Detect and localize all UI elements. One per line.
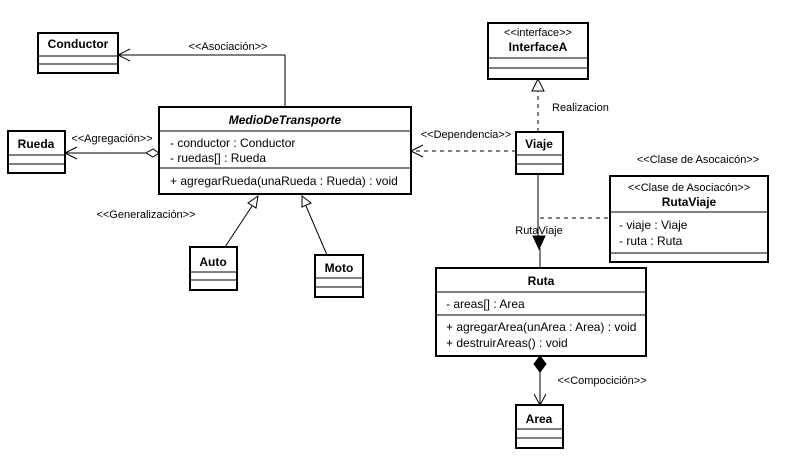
class-name: Moto — [325, 261, 354, 275]
class-conductor[interactable]: Conductor — [37, 32, 119, 74]
rutaviaje-role-label: RutaViaje — [515, 225, 563, 237]
aggregation-connector — [63, 146, 160, 160]
class-name: Rueda — [18, 137, 55, 151]
generalization-connectors — [224, 194, 328, 256]
composition-diamond-icon — [533, 355, 547, 373]
dependency-connector — [409, 144, 516, 158]
realization-label: Realizacion — [552, 102, 609, 114]
association-label: <<Asociación>> — [189, 41, 268, 53]
class-name: Ruta — [528, 274, 555, 288]
class-viaje[interactable]: Viaje — [515, 131, 564, 175]
navigability-arrowhead-icon — [532, 235, 546, 251]
class-name: Area — [526, 412, 553, 426]
class-name: RutaViaje — [662, 195, 717, 209]
class-operation: + agregarRueda(unaRueda : Rueda) : void — [170, 174, 398, 188]
class-name: Auto — [199, 255, 226, 269]
realization-arrowhead-icon — [531, 77, 545, 92]
class-operation: + destruirAreas() : void — [446, 336, 568, 350]
class-attribute: - ruta : Ruta — [619, 234, 683, 248]
class-moto[interactable]: Moto — [314, 254, 364, 298]
generalization-label: <<Generalización>> — [96, 209, 195, 221]
class-mediodetransporte[interactable]: MedioDeTransporte - conductor : Conducto… — [158, 106, 412, 195]
class-name: Conductor — [48, 37, 109, 51]
class-area[interactable]: Area — [515, 404, 564, 449]
aggregation-diamond-icon — [144, 148, 160, 158]
interface-interfacea[interactable]: <<interface>> InterfaceA — [487, 22, 589, 80]
class-attribute: - ruedas[] : Rueda — [170, 151, 266, 165]
dependency-label: <<Dependencia>> — [421, 129, 512, 141]
class-operation: + agregarArea(unArea : Area) : void — [446, 320, 636, 334]
generalization-arrowhead-icon — [247, 194, 259, 209]
class-rutaviaje[interactable]: <<Clase de Asociacón>> RutaViaje - viaje… — [609, 175, 769, 263]
class-attribute: - conductor : Conductor — [170, 136, 295, 150]
aggregation-label: <<Agregación>> — [71, 133, 152, 145]
class-rueda[interactable]: Rueda — [7, 130, 66, 174]
route-association-connector — [532, 174, 610, 268]
stereotype-label: <<Clase de Asociacón>> — [628, 182, 750, 194]
class-name: InterfaceA — [509, 40, 568, 54]
class-attribute: - viaje : Viaje — [619, 218, 688, 232]
class-name: MedioDeTransporte — [229, 113, 342, 127]
association-connector — [116, 48, 286, 107]
class-ruta[interactable]: Ruta - areas[] : Area + agregarArea(unAr… — [435, 267, 647, 357]
class-name: Viaje — [525, 137, 553, 151]
association-class-label: <<Clase de Asocaicón>> — [637, 154, 759, 166]
generalization-arrowhead-icon — [301, 194, 312, 208]
stereotype-label: <<interface>> — [504, 27, 572, 39]
realization-connector — [531, 77, 545, 132]
class-attribute: - areas[] : Area — [446, 297, 525, 311]
composition-connector — [533, 355, 547, 407]
composition-label: <<Compocición>> — [557, 375, 646, 387]
class-auto[interactable]: Auto — [189, 246, 238, 291]
